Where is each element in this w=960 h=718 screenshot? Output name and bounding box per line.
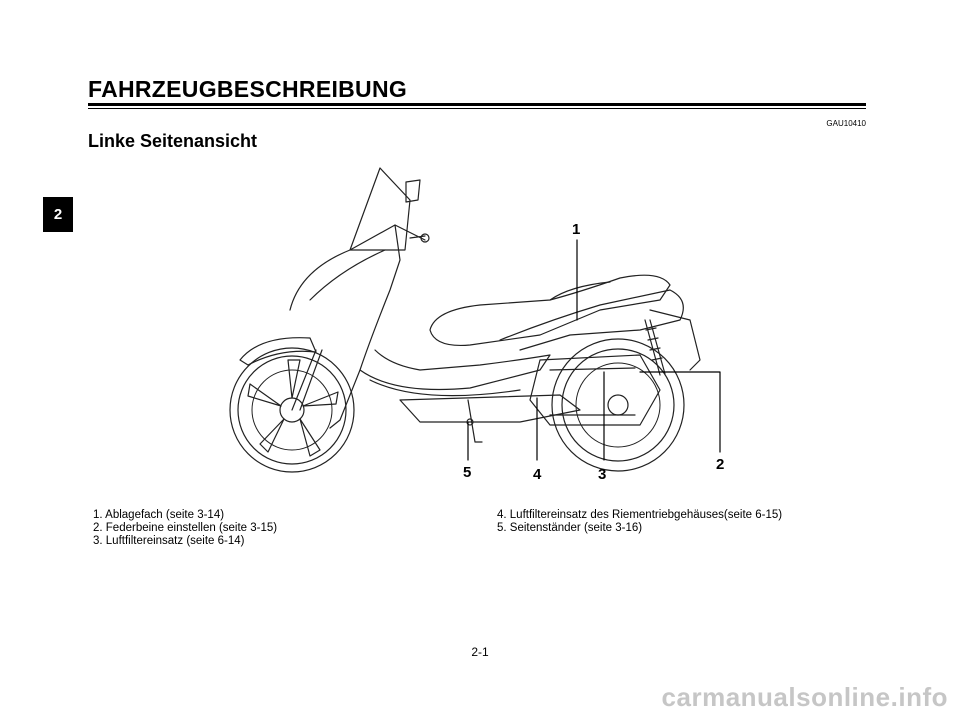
section-title: FAHRZEUGBESCHREIBUNG <box>88 76 408 102</box>
legend-item: 4. Luftfiltereinsatz des Riementriebgehä… <box>497 509 783 521</box>
callout-2: 2 <box>716 456 725 473</box>
legend-left: 1. Ablagefach (seite 3-14) 2. Federbeine… <box>93 509 277 548</box>
legend-item: 5. Seitenständer (seite 3-16) <box>497 522 643 534</box>
title-rule-thin <box>88 108 866 109</box>
subsection-title: Linke Seitenansicht <box>88 131 258 151</box>
title-rule-thick <box>88 103 866 106</box>
legend-item: 2. Federbeine einstellen (seite 3-15) <box>93 522 278 534</box>
callout-1: 1 <box>572 221 581 238</box>
callout-3: 3 <box>598 466 607 483</box>
rear-wheel <box>551 338 685 472</box>
reference-code: GAU10410 <box>826 119 866 128</box>
page-number: 2-1 <box>471 645 489 659</box>
scooter-illustration <box>229 167 721 473</box>
watermark: carmanualsonline.info <box>661 682 948 712</box>
legend-item: 1. Ablagefach (seite 3-14) <box>93 509 225 521</box>
legend-item: 3. Luftfiltereinsatz (seite 6-14) <box>93 535 245 547</box>
chapter-tab: 2 <box>43 197 73 232</box>
callout-4: 4 <box>533 466 542 483</box>
callout-5: 5 <box>463 464 472 481</box>
legend-right: 4. Luftfiltereinsatz des Riementriebgehä… <box>497 509 782 535</box>
front-wheel <box>229 347 355 473</box>
